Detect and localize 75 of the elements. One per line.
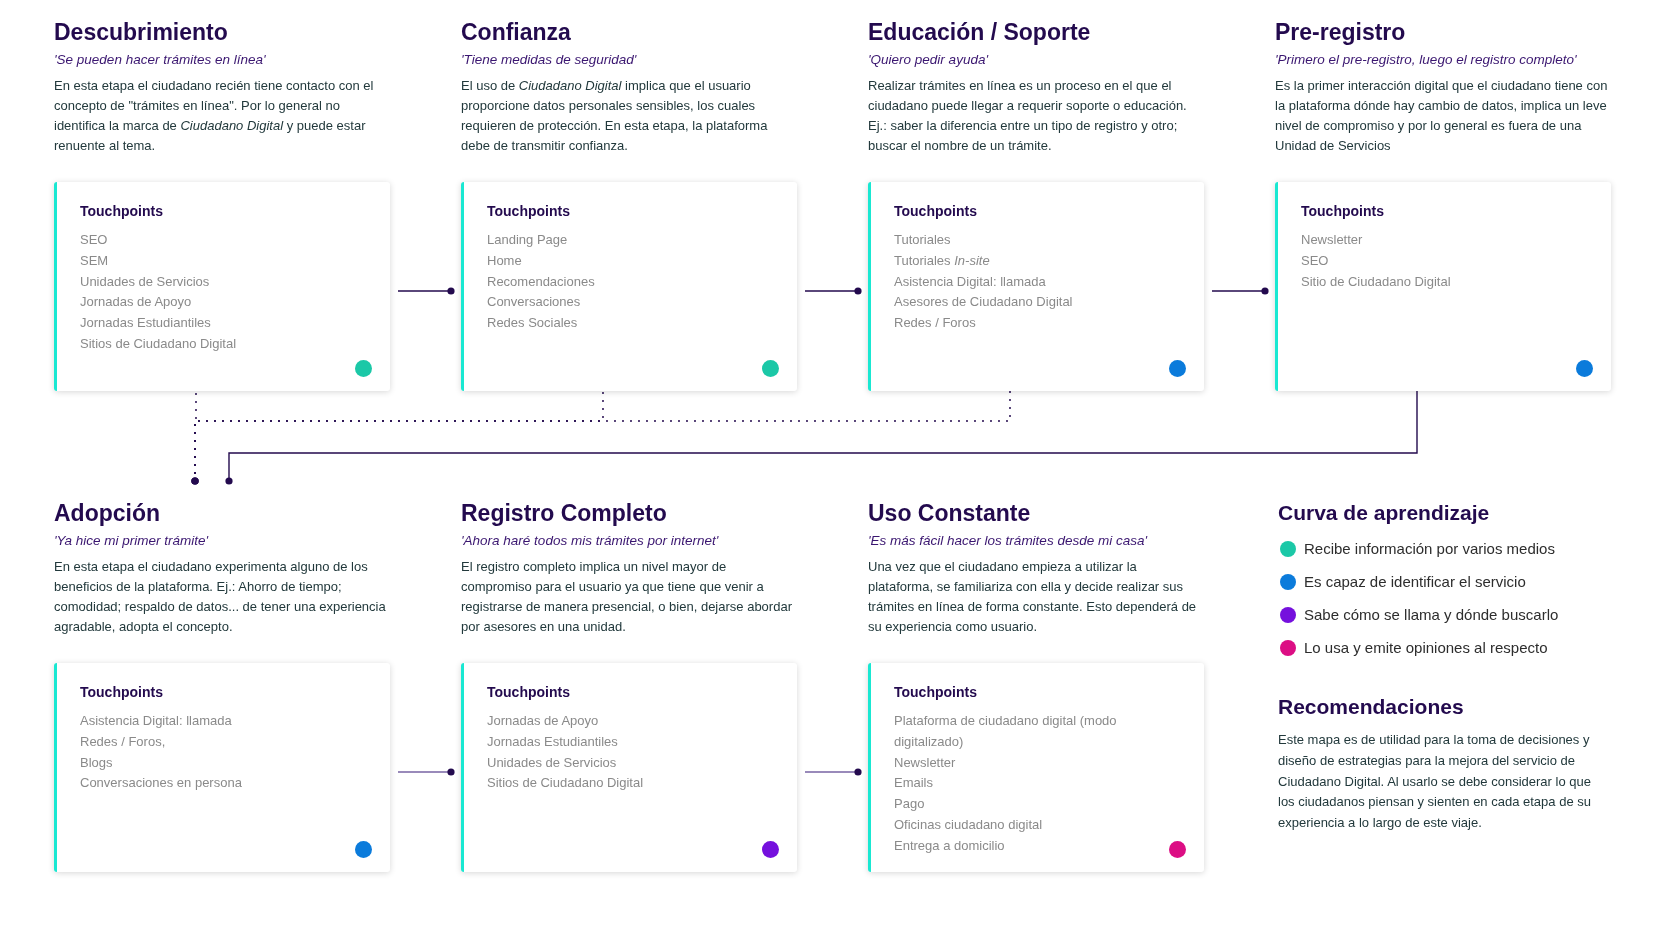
touchpoint-item: Redes / Foros bbox=[894, 314, 976, 333]
stage-quote: 'Ahora haré todos mis trámites por internet' bbox=[461, 532, 719, 550]
stage-title: Confianza bbox=[461, 18, 571, 46]
card-heading: Touchpoints bbox=[487, 202, 570, 220]
touchpoint-item: Blogs bbox=[80, 753, 113, 772]
dotted-connector bbox=[191, 390, 1011, 485]
touchpoint-item: Tutoriales In-site bbox=[894, 251, 990, 270]
touchpoint-item: SEO bbox=[80, 231, 108, 249]
legend-label: Sabe cómo se llama y dónde buscarlo bbox=[1304, 605, 1559, 625]
connector-line bbox=[397, 287, 455, 295]
connector-line bbox=[1211, 287, 1269, 295]
touchpoint-item: Emails bbox=[894, 774, 933, 793]
stage-description: El registro completo implica un nivel mayor de compromiso para el usuario ya que tiene que venir a registrarse de manera presencial, o bien, dejarse abordar por asesores en una unidad. bbox=[461, 558, 793, 636]
touchpoint-item: Pago bbox=[894, 795, 925, 814]
touchpoint-item: Redes Sociales bbox=[487, 314, 578, 333]
stage-quote: 'Se pueden hacer trámites en línea' bbox=[54, 51, 266, 69]
touchpoint-item: Jornadas Estudiantiles bbox=[487, 732, 618, 751]
touchpoint-item: Plataforma de ciudadano digital (modo digitalizado) bbox=[894, 712, 1118, 751]
card-heading: Touchpoints bbox=[80, 683, 163, 701]
stage-title: Adopción bbox=[54, 499, 161, 527]
touchpoint-item: Tutoriales bbox=[894, 231, 951, 249]
touchpoint-item: Redes / Foros, bbox=[80, 732, 166, 751]
legend-label: Lo usa y emite opiniones al respecto bbox=[1304, 638, 1548, 658]
touchpoint-item: Unidades de Servicios bbox=[487, 753, 617, 772]
touchpoint-item: Jornadas de Apoyo bbox=[487, 712, 599, 730]
legend-label: Es capaz de identificar el servicio bbox=[1304, 572, 1526, 592]
recommendation-text: Este mapa es de utilidad para la toma de decisiones y diseño de estrategias para la mejora del servicio de Ciudadano Digital. Al usarlo se debe considerar lo que los ciudadanos piensan y sienten en cada etapa de su experiencia a lo largo de este viaje. bbox=[1278, 731, 1592, 833]
stage-title: Registro Completo bbox=[461, 499, 667, 527]
stage-title: Descubrimiento bbox=[54, 18, 228, 46]
touchpoint-item: Oficinas ciudadano digital bbox=[894, 816, 1043, 834]
stage-title: Pre-registro bbox=[1275, 18, 1406, 46]
touchpoint-item: Jornadas de Apoyo bbox=[80, 293, 192, 312]
connector-line bbox=[397, 768, 455, 776]
stage-description: En esta etapa el ciudadano experimenta alguno de los beneficios de la plataforma. Ej.: Ahorro de tiempo; comodidad; respaldo de datos... de tener una experiencia agradable, adopta el concepto. bbox=[54, 558, 387, 636]
touchpoint-item: Home bbox=[487, 251, 522, 270]
stage-description: El uso de Ciudadano Digital implica que el usuario proporcione datos personales sensibles, los cuales requieren de protección. En esta etapa, la plataforma debe de transmitir confianza. bbox=[461, 77, 769, 155]
touchpoint-item: Sitios de Ciudadano Digital bbox=[80, 335, 237, 353]
card-heading: Touchpoints bbox=[80, 202, 163, 220]
touchpoint-item: Sitio de Ciudadano Digital bbox=[1301, 272, 1451, 291]
card-heading: Touchpoints bbox=[1301, 202, 1384, 220]
stage-title: Educación / Soporte bbox=[868, 18, 1091, 46]
legend-label: Recibe información por varios medios bbox=[1304, 539, 1555, 559]
connector-line bbox=[225, 390, 1418, 485]
touchpoint-item: Newsletter bbox=[1301, 231, 1363, 249]
stage-quote: 'Es más fácil hacer los trámites desde mi casa' bbox=[868, 532, 1147, 550]
touchpoint-item: Jornadas Estudiantiles bbox=[80, 314, 211, 333]
card-heading: Touchpoints bbox=[894, 202, 977, 220]
touchpoint-item: Recomendaciones bbox=[487, 272, 595, 291]
touchpoint-item: Entrega a domicilio bbox=[894, 836, 1005, 855]
stage-quote: 'Ya hice mi primer trámite' bbox=[54, 532, 209, 550]
card-heading: Touchpoints bbox=[487, 683, 570, 701]
stage-description: Realizar trámites en línea es un proceso en el que el ciudadano puede llegar a requerir soporte o educación. Ej.: saber la diferencia entre un tipo de registro y otro; buscar el nombre de un trámite. bbox=[868, 77, 1188, 155]
touchpoint-item: Newsletter bbox=[894, 753, 956, 772]
touchpoint-item: SEO bbox=[1301, 251, 1329, 270]
section-heading: Curva de aprendizaje bbox=[1278, 500, 1490, 526]
connector-line bbox=[804, 768, 862, 776]
stage-quote: 'Primero el pre-registro, luego el registro completo' bbox=[1275, 51, 1577, 69]
section-heading: Recomendaciones bbox=[1278, 694, 1464, 720]
touchpoint-item: SEM bbox=[80, 251, 109, 270]
touchpoint-item: Conversaciones bbox=[487, 293, 581, 312]
stage-description: Una vez que el ciudadano empieza a utilizar la plataforma, se familiariza con ella y decide realizar sus trámites en línea de forma constante. Esto dependerá de su experiencia como usuario. bbox=[868, 558, 1198, 636]
touchpoint-item: Sitios de Ciudadano Digital bbox=[487, 774, 644, 793]
touchpoint-item: Unidades de Servicios bbox=[80, 272, 210, 291]
stage-quote: 'Quiero pedir ayuda' bbox=[868, 51, 988, 69]
connector-line bbox=[804, 287, 862, 295]
touchpoint-item: Landing Page bbox=[487, 231, 568, 249]
stage-description: Es la primer interacción digital que el ciudadano tiene con la plataforma dónde hay cambio de datos, implica un leve nivel de compromiso y por lo general es fuera de una Unidad de Servicios bbox=[1275, 77, 1609, 155]
touchpoint-item: Conversaciones en persona bbox=[80, 774, 242, 793]
stage-quote: 'Tiene medidas de seguridad' bbox=[461, 51, 637, 69]
touchpoint-item: Asistencia Digital: llamada bbox=[894, 272, 1046, 291]
card-heading: Touchpoints bbox=[894, 683, 977, 701]
touchpoint-item: Asesores de Ciudadano Digital bbox=[894, 293, 1073, 312]
stage-title: Uso Constante bbox=[868, 499, 1031, 527]
stage-description: En esta etapa el ciudadano recién tiene contacto con el concepto de "trámites en línea". Por lo general no identifica la marca de Ciudadano Digital y puede estar renuente al tema. bbox=[54, 77, 375, 155]
touchpoint-item: Asistencia Digital: llamada bbox=[80, 712, 232, 730]
